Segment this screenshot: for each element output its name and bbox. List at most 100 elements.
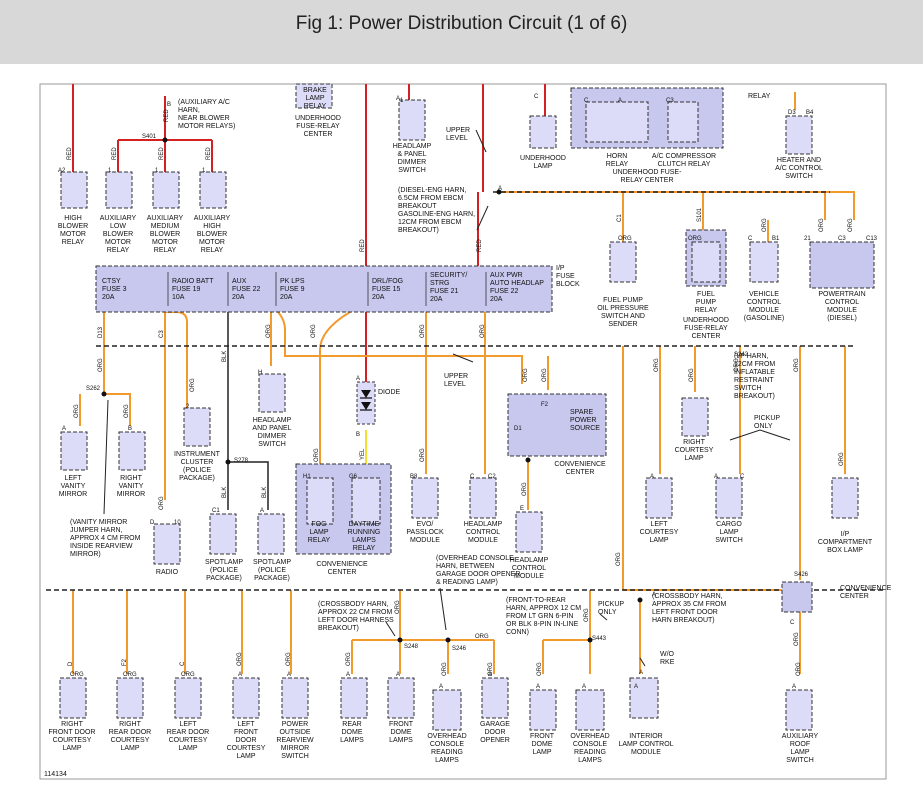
component-label: FRONT DOOR [49,729,96,736]
splice-dots [101,137,643,643]
svg-text:SECURITY/: SECURITY/ [430,272,467,279]
wire-orange [499,92,855,242]
svg-text:FUSE 19: FUSE 19 [172,286,201,293]
wire-orange [277,311,523,384]
wire-label: ORG [523,368,529,382]
wire-label: A [260,508,264,514]
svg-text:DRL/FOG: DRL/FOG [372,278,403,285]
component-label: LAMP [532,749,551,756]
wire-label: ORG [266,324,272,338]
wire-label: ORG [181,672,195,678]
component-box [575,689,605,731]
component-label: BLOWER [150,231,180,238]
wire-label: ORG [762,218,768,232]
note-text: NEAR BLOWER [178,115,230,122]
component-label: POWER [282,721,308,728]
note-text: HARN, BETWEEN [436,563,494,570]
wire-label: RED [67,147,73,160]
component-label: LEFT [64,475,82,482]
wire-label: RED [360,239,366,252]
component-label: MIRROR [59,491,87,498]
wire-label: D1 [514,426,522,432]
component-label: SENDER [608,321,637,328]
component-box [105,171,133,209]
component-label: UNDERHOOD [520,155,566,162]
component-label: SWITCH [398,167,426,174]
component-box [60,171,88,209]
component-label: EVO/ [417,521,434,528]
wire-label: A [498,186,502,192]
component-label: SWITCH [786,757,814,764]
component-label: (GASOLINE) [744,315,784,322]
component-label: LAMP [236,753,255,760]
wire-label: ORG [70,672,84,678]
component-label: RELAY [107,247,130,254]
wire-label: ORG [480,324,486,338]
note-text: 12CM FROM [734,361,775,368]
diode [356,381,376,425]
wire-label: ORG [159,496,165,510]
wire-orange [165,311,188,408]
component: DIODE [378,389,401,396]
wire-label: BLK [222,351,228,362]
note-text: OR BLK 8-PIN IN-LINE [506,621,579,628]
svg-text:20A: 20A [280,294,293,301]
svg-text:20A: 20A [490,296,503,303]
svg-text:FUSE 22: FUSE 22 [490,288,519,295]
note-text: ONLY [598,609,617,616]
component-label: MODULE [514,573,544,580]
component-label: LOW [110,223,126,230]
component-label: LAMP [305,95,324,102]
wire-label: ORG [190,378,196,392]
components: HIGHBLOWERMOTORRELAYAUXILIARYLOWBLOWERMO… [49,83,892,764]
component-label: FUSE-RELAY [296,123,340,130]
component-label: MOTOR [152,239,178,246]
component-label: SWITCH [785,173,813,180]
wire-label: C [584,98,589,104]
wire-label: F2 [541,402,549,408]
svg-text:AUX PWR: AUX PWR [490,272,523,279]
component-label: VANITY [119,483,144,490]
component-box [831,477,859,519]
note-text: APPROX 22 CM FROM [318,609,392,616]
wire-label: ORG [796,662,802,676]
component-label: POWERTRAIN [818,291,865,298]
wire-label: ORG [420,448,426,462]
component-label: MOTOR [60,231,86,238]
component-label: MOTOR [105,239,131,246]
component-label: COURTESY [53,737,92,744]
component-label: UNDERHOOD [295,115,341,122]
wire-label: C1 [617,214,623,222]
component-label: LEFT [650,521,668,528]
wire-label: C13 [866,236,878,242]
component-box [295,83,333,109]
wire-orange [527,356,549,510]
wire-label: A [634,684,638,690]
wire-orange [622,346,846,590]
component-box [281,677,309,719]
svg-text:PK LPS: PK LPS [280,278,305,285]
note-text: HARN, APPROX 12 CM [506,605,581,612]
wire-label: H1 [303,474,311,480]
wire-label: S278 [234,458,249,464]
note-text: MOTOR RELAYS) [178,123,235,130]
wire-orange [319,311,351,474]
component-label: PASSLOCK [406,529,444,536]
wire-label: ORG [688,236,702,242]
wire-label: C3 [159,330,165,338]
component-label: AUXILIARY [782,733,819,740]
wire-label: ORG [542,368,548,382]
